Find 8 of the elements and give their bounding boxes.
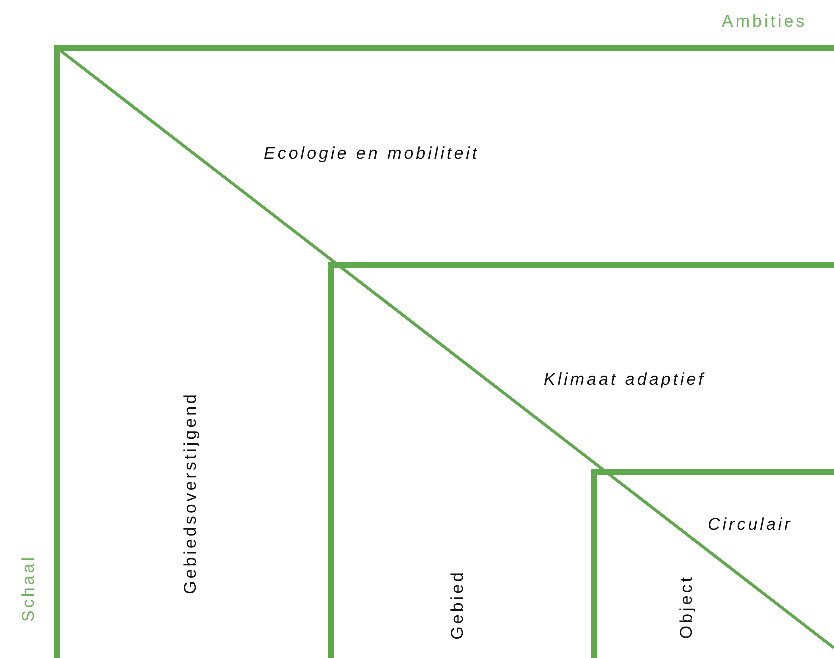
scale-label: Gebiedsoverstijgend <box>182 392 199 594</box>
category-label: Ecologie en mobiliteit <box>264 145 480 162</box>
category-label: Circulair <box>708 516 793 533</box>
scale-label: Object <box>678 575 695 640</box>
scale-label: Gebied <box>449 570 466 640</box>
axis-title: Ambities <box>722 13 808 30</box>
category-label: Klimaat adaptief <box>544 371 706 388</box>
axis-title: Schaal <box>20 555 37 622</box>
